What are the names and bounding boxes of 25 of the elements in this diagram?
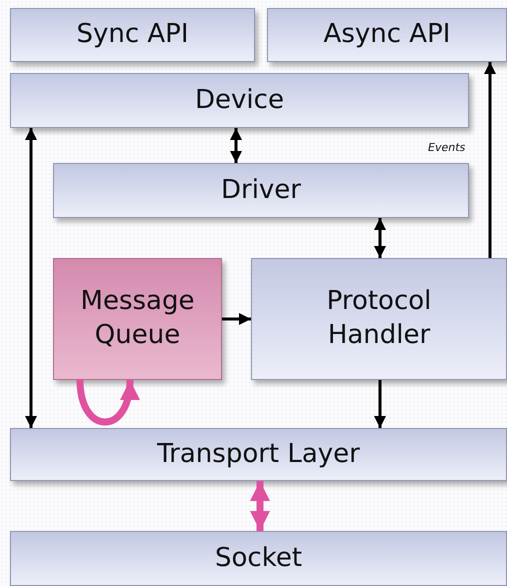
arrow xyxy=(374,380,386,428)
queue-box xyxy=(53,258,222,380)
arrow xyxy=(222,313,251,325)
node-label: Message Queue xyxy=(80,285,196,352)
loop-arrow xyxy=(76,380,138,426)
arrow xyxy=(25,128,37,428)
node-label: Sync API xyxy=(76,18,189,52)
layer-box xyxy=(267,8,507,62)
edge-label: Events xyxy=(428,141,466,154)
layer-box xyxy=(10,8,255,62)
layer-box xyxy=(53,163,469,218)
layer-box xyxy=(251,258,507,380)
layer-box xyxy=(10,531,507,586)
node-label: Device xyxy=(195,84,284,117)
layer-box xyxy=(10,73,469,128)
arrow xyxy=(374,218,386,258)
node-label: Transport Layer xyxy=(157,438,360,471)
node-label: Protocol Handler xyxy=(326,285,432,352)
arrow xyxy=(230,128,242,163)
arrow xyxy=(484,62,496,258)
layer-box xyxy=(10,428,507,481)
arrow xyxy=(250,481,270,531)
node-label: Driver xyxy=(220,174,301,207)
node-label: Socket xyxy=(214,542,302,575)
node-label: Async API xyxy=(324,18,450,52)
